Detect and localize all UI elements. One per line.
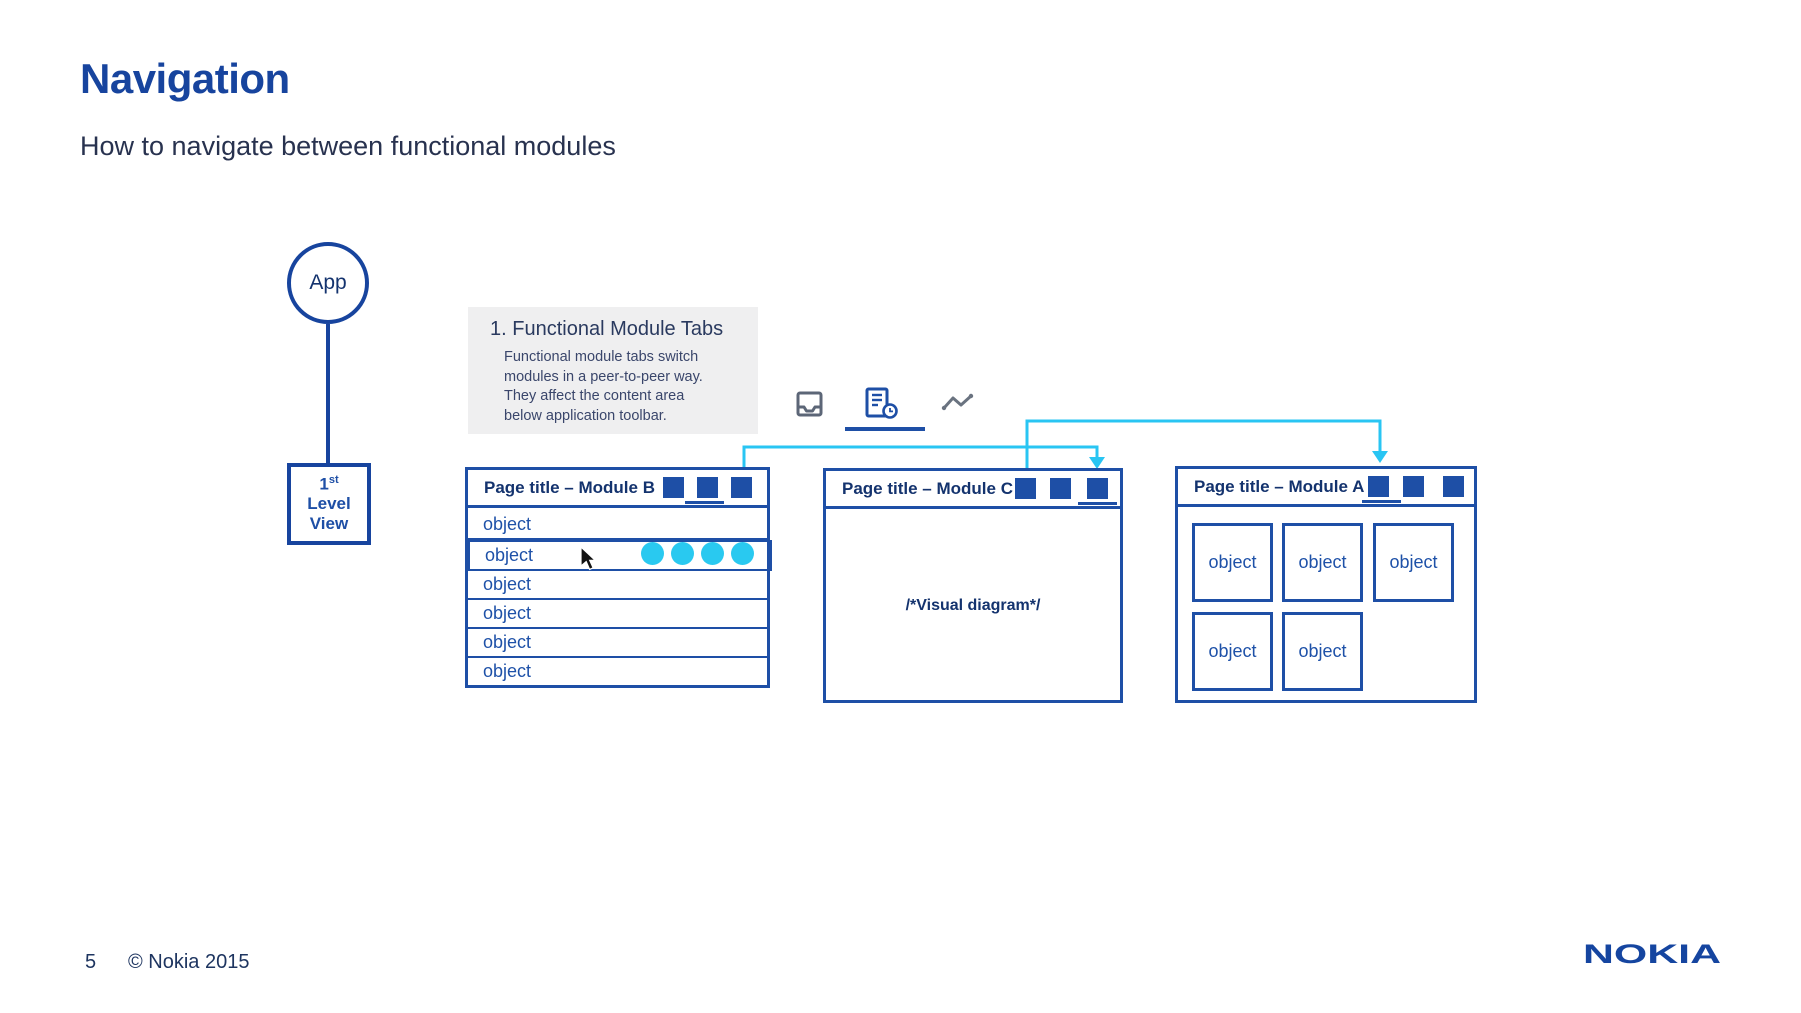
slide-page-number: 5 xyxy=(85,951,97,973)
app-node-label: App xyxy=(309,271,347,294)
module-a-tab-3 xyxy=(1443,476,1464,497)
object-card: object xyxy=(1192,612,1273,691)
selected-toolbar-tab-underline xyxy=(845,427,925,431)
object-card: object xyxy=(1282,612,1363,691)
status-dot xyxy=(641,542,664,565)
module-a-tab-1 xyxy=(1368,476,1389,497)
list-item: object xyxy=(468,629,767,658)
svg-text:NOKIA: NOKIA xyxy=(1583,941,1721,969)
module-a-window: Page title – Module A object object obje… xyxy=(1175,466,1477,703)
module-c-tab-1 xyxy=(1015,478,1036,499)
first-level-view-node: 1st Level View xyxy=(287,463,371,545)
page-subtitle: How to navigate between functional modul… xyxy=(80,131,616,161)
module-c-header: Page title – Module C xyxy=(826,471,1120,509)
list-item: object xyxy=(468,511,767,540)
list-item: object xyxy=(483,661,532,681)
module-c-content: /*Visual diagram*/ xyxy=(905,597,1041,614)
module-a-header: Page title – Module A xyxy=(1178,469,1474,507)
module-c-tab-2 xyxy=(1050,478,1071,499)
module-b-tab-3 xyxy=(731,477,752,498)
module-b-header: Page title – Module B xyxy=(468,470,767,508)
list-item: object xyxy=(468,571,767,600)
module-c-window: Page title – Module C /*Visual diagram*/ xyxy=(823,468,1123,703)
callout-line: below application toolbar. xyxy=(504,408,667,425)
page-title: Navigation xyxy=(80,55,290,102)
module-b-title: Page title – Module B xyxy=(484,477,655,497)
module-b-tab-1 xyxy=(663,477,684,498)
module-a-title: Page title – Module A xyxy=(1194,476,1365,496)
callout-line: modules in a peer-to-peer way. xyxy=(504,368,703,385)
module-c-selected-tab-underline xyxy=(1078,502,1117,505)
mouse-cursor-icon xyxy=(580,545,600,578)
module-b-object-list: object object object object object objec… xyxy=(468,511,772,685)
callout-line: Functional module tabs switch xyxy=(504,349,699,365)
status-dot xyxy=(731,542,754,565)
callout-heading: 1. Functional Module Tabs xyxy=(490,318,724,340)
module-c-title: Page title – Module C xyxy=(842,478,1013,498)
object-card: object xyxy=(1373,523,1454,602)
first-level-view-label: 1st Level View xyxy=(307,473,351,534)
report-with-clock-icon xyxy=(864,387,900,425)
nokia-logo: NOKIA xyxy=(1583,939,1722,974)
hierarchy-connector-line xyxy=(326,324,330,464)
trend-line-icon xyxy=(941,393,975,418)
status-dot xyxy=(671,542,694,565)
list-item-active: object xyxy=(468,540,772,571)
callout-body: Functional module tabs switch modules in… xyxy=(504,348,703,427)
status-dot xyxy=(701,542,724,565)
callout-panel: 1. Functional Module Tabs Functional mod… xyxy=(468,307,758,434)
list-item: object xyxy=(468,600,767,629)
module-a-tab-2 xyxy=(1403,476,1424,497)
module-c-tab-3 xyxy=(1087,478,1108,499)
module-b-tab-2 xyxy=(697,477,718,498)
object-card: object xyxy=(1192,523,1273,602)
object-card: object xyxy=(1282,523,1363,602)
copyright-text: © Nokia 2015 xyxy=(128,951,250,973)
callout-line: They affect the content area xyxy=(504,388,685,405)
module-b-selected-tab-underline xyxy=(685,501,724,504)
module-a-selected-tab-underline xyxy=(1362,500,1401,503)
app-node: App xyxy=(287,242,369,324)
module-b-window: Page title – Module B object object obje… xyxy=(465,467,772,688)
media-tray-icon xyxy=(796,391,823,422)
